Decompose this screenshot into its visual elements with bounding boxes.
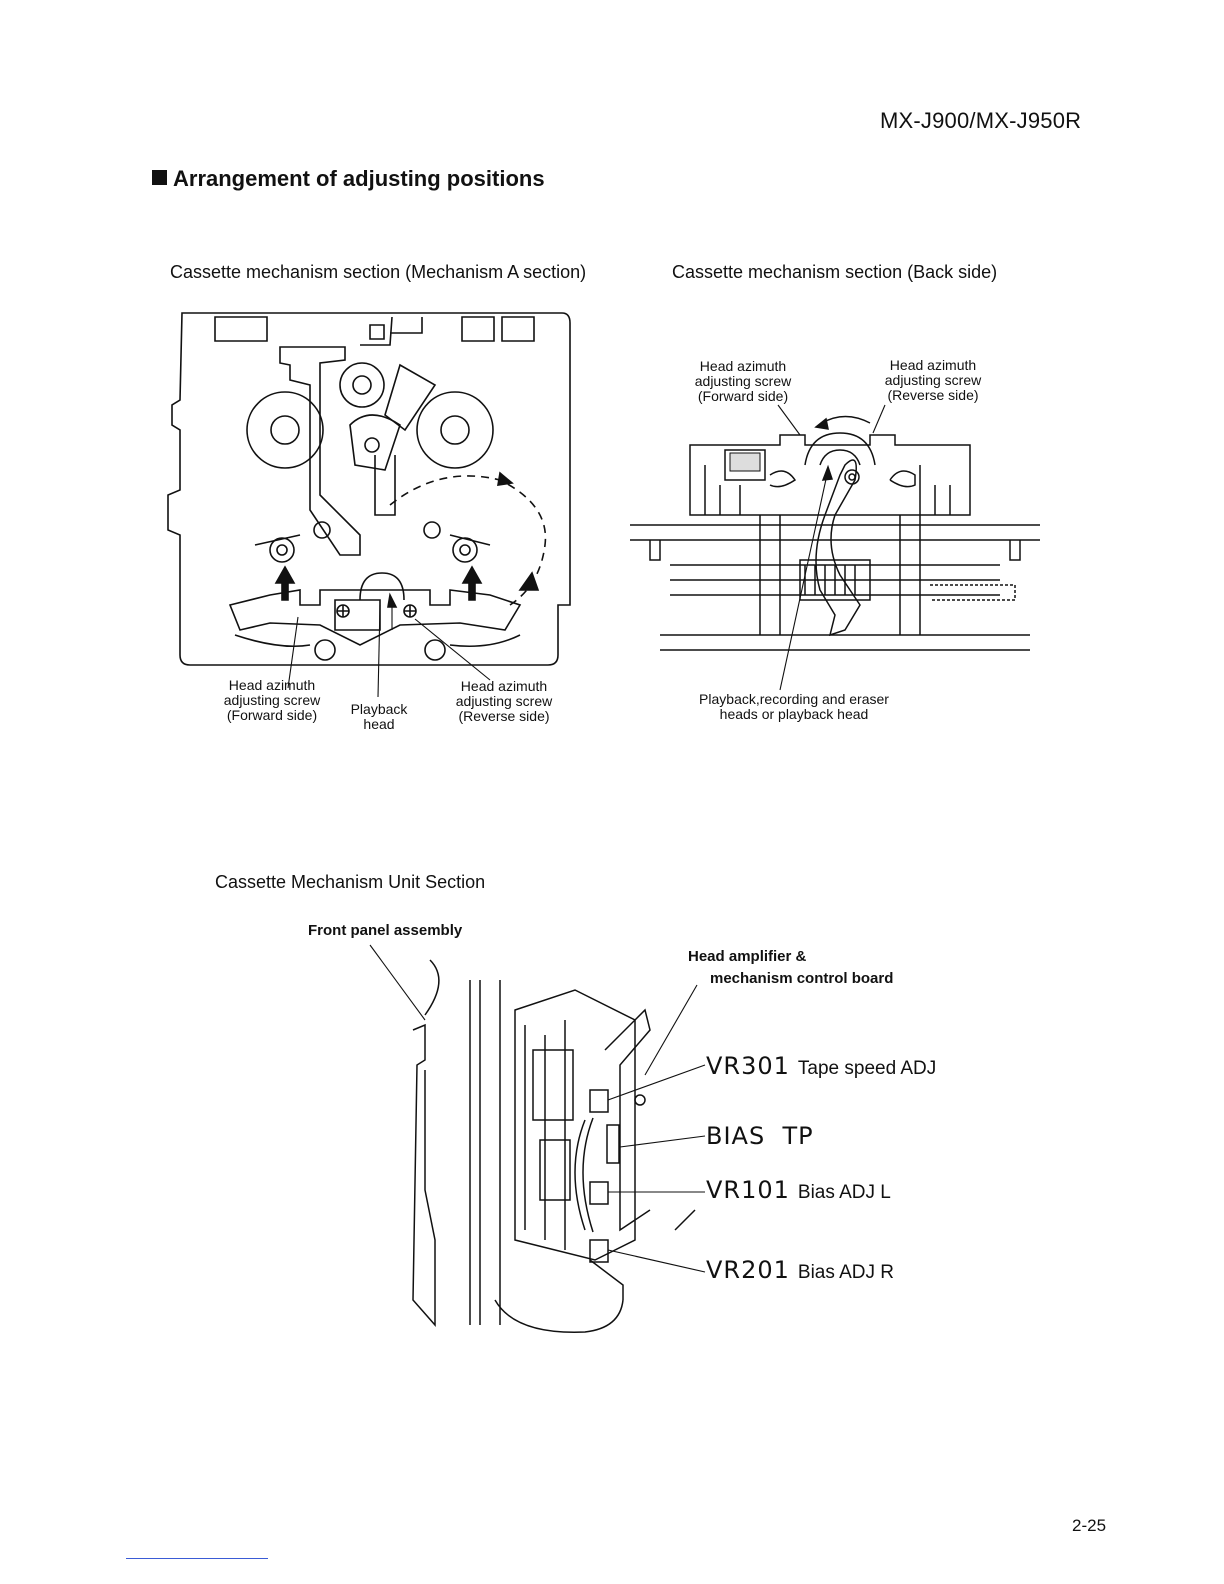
mech-a-drawing [160,305,580,685]
unit-label-board-line1: Head amplifier & [688,948,807,965]
model-number: MX-J900/MX-J950R [880,108,1082,133]
callout-vr101-desc: Bias ADJ L [797,1182,891,1203]
unit-section-drawing [395,940,715,1340]
callout-vr101-code: VR101 [706,1176,790,1204]
fig-back-title: Cassette mechanism section (Back side) [672,262,998,282]
back-label-forward: Head azimuth adjusting screw (Forward si… [694,358,792,404]
back-label-heads: Playback,recording and eraser heads or p… [699,691,889,722]
footer-rule [126,1558,268,1559]
callout-bias-tp: BIAS TP [706,1122,814,1150]
page-number: 2-25 [1072,1516,1107,1535]
back-label-reverse: Head azimuth adjusting screw (Reverse si… [884,357,982,403]
callout-vr301-desc: Tape speed ADJ [797,1058,937,1079]
callout-vr301: VR301 Tape speed ADJ [706,1052,936,1080]
mech-a-label-forward: Head azimuth adjusting screw (Forward si… [223,677,321,723]
section-title: Arrangement of adjusting positions [173,166,545,191]
callout-vr201-desc: Bias ADJ R [797,1262,894,1283]
callout-vr101: VR101 Bias ADJ L [706,1176,891,1204]
unit-label-board-line2: mechanism control board [710,970,894,987]
mech-a-label-playback: Playback head [350,701,408,732]
callout-vr301-code: VR301 [706,1052,790,1080]
fig-mech-a-title: Cassette mechanism section (Mechanism A … [170,262,587,282]
section-heading: Arrangement of adjusting positions [152,166,545,192]
back-side-drawing [630,405,1040,695]
callout-vr201: VR201 Bias ADJ R [706,1256,894,1284]
callout-vr201-code: VR201 [706,1256,790,1284]
unit-label-front-panel: Front panel assembly [308,922,463,939]
mech-a-label-reverse: Head azimuth adjusting screw (Reverse si… [455,678,553,724]
callout-bias-tp-code: BIAS TP [706,1122,814,1150]
fig-unit-title: Cassette Mechanism Unit Section [215,872,486,892]
square-bullet-icon [152,170,167,185]
